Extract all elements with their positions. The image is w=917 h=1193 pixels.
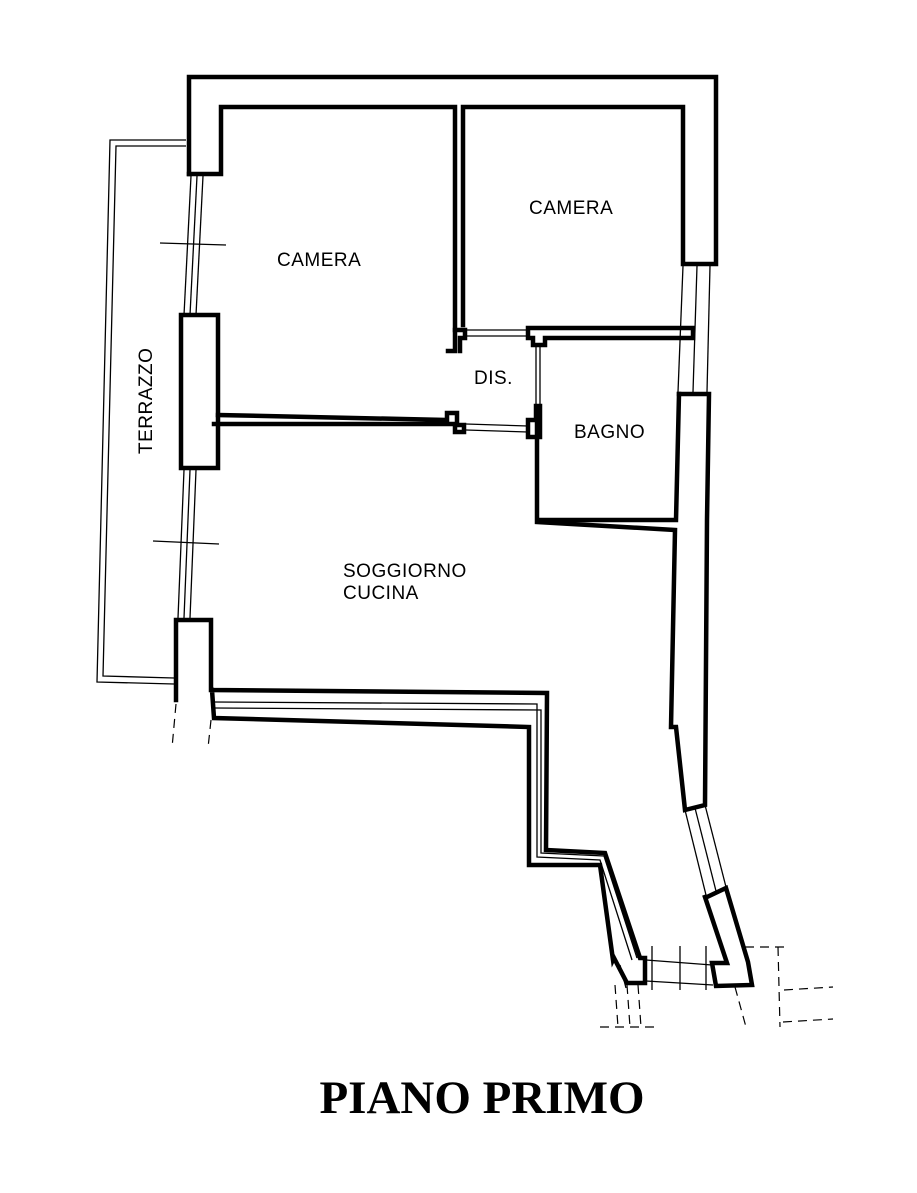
room-label-dis: DIS. xyxy=(474,368,513,389)
dashed-extensions xyxy=(171,703,834,1028)
room-label-bagno: BAGNO xyxy=(574,422,645,443)
room-label-soggiorno: SOGGIORNO xyxy=(343,561,467,582)
plan-title: PIANO PRIMO xyxy=(319,1072,644,1124)
terrace-outline xyxy=(96,139,186,685)
exterior-walls xyxy=(173,74,755,989)
window-openings xyxy=(152,175,727,990)
room-label-terrazzo: TERRAZZO xyxy=(136,348,157,454)
room-label-cucina: CUCINA xyxy=(343,583,419,604)
room-label-camera-left: CAMERA xyxy=(277,250,361,271)
room-label-camera-right: CAMERA xyxy=(529,198,613,219)
